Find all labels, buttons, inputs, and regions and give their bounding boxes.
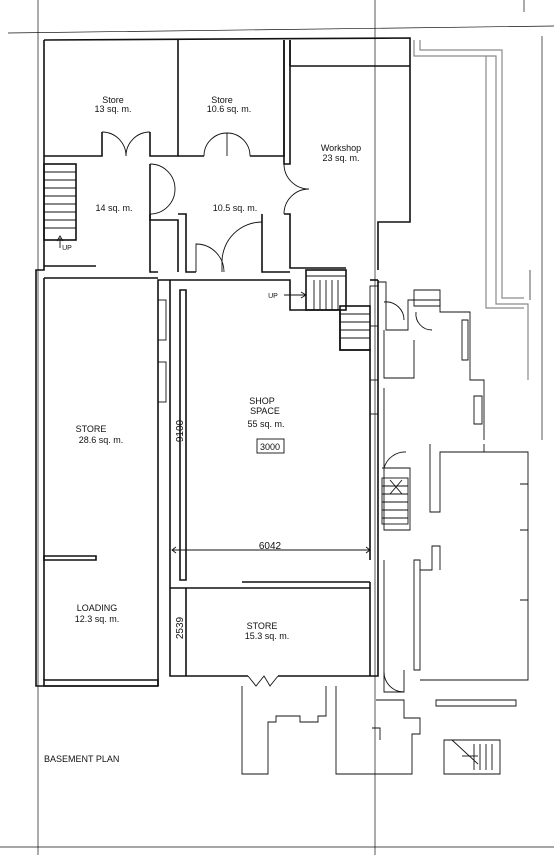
stairs-west [43, 163, 77, 248]
stairs-up-label-center: UP [268, 293, 278, 300]
room-store-n-area: 10.6 sq. m. [207, 104, 252, 114]
room-store-s-area: 15.3 sq. m. [245, 631, 290, 641]
room-store-nw-area: 13 sq. m. [94, 104, 131, 114]
room-store-w-name: STORE [76, 424, 107, 434]
room-workshop-area: 23 sq. m. [322, 153, 359, 163]
outer-walls [35, 37, 411, 687]
room-labels: Store 13 sq. m. Store 10.6 sq. m. Worksh… [75, 95, 361, 641]
room-shop-area: 55 sq. m. [247, 419, 284, 429]
room-workshop-name: Workshop [321, 143, 361, 153]
room-shop-name-1: SHOP [249, 396, 275, 406]
dimension-lines [171, 438, 371, 554]
room-hall-c-area: 10.5 sq. m. [213, 203, 258, 213]
stairs-neighbour [381, 477, 409, 525]
dimension-labels: 9100 6042 2539 3000 UP UP BASEMENT PLAN [44, 245, 282, 764]
room-store-nw-name: Store [102, 95, 124, 105]
room-loading-area: 12.3 sq. m. [75, 614, 120, 624]
doors [101, 131, 310, 687]
ceiling-box-label: 3000 [260, 442, 280, 452]
dimension-2539: 2539 [175, 616, 186, 639]
stairs-up-label-west: UP [62, 245, 72, 252]
windows [157, 285, 379, 415]
room-shop-name-2: SPACE [250, 406, 280, 416]
stairs-center [284, 269, 371, 351]
room-store-w-area: 28.6 sq. m. [79, 435, 124, 445]
room-loading-name: LOADING [77, 603, 118, 613]
dimension-6042: 6042 [259, 541, 282, 552]
room-hall-w-area: 14 sq. m. [95, 203, 132, 213]
room-store-n-name: Store [211, 95, 233, 105]
neighbour-building [378, 40, 531, 707]
dimension-9100: 9100 [175, 419, 186, 442]
plan-title: BASEMENT PLAN [44, 754, 119, 764]
room-store-s-name: STORE [247, 621, 278, 631]
lower-structures [241, 686, 501, 775]
